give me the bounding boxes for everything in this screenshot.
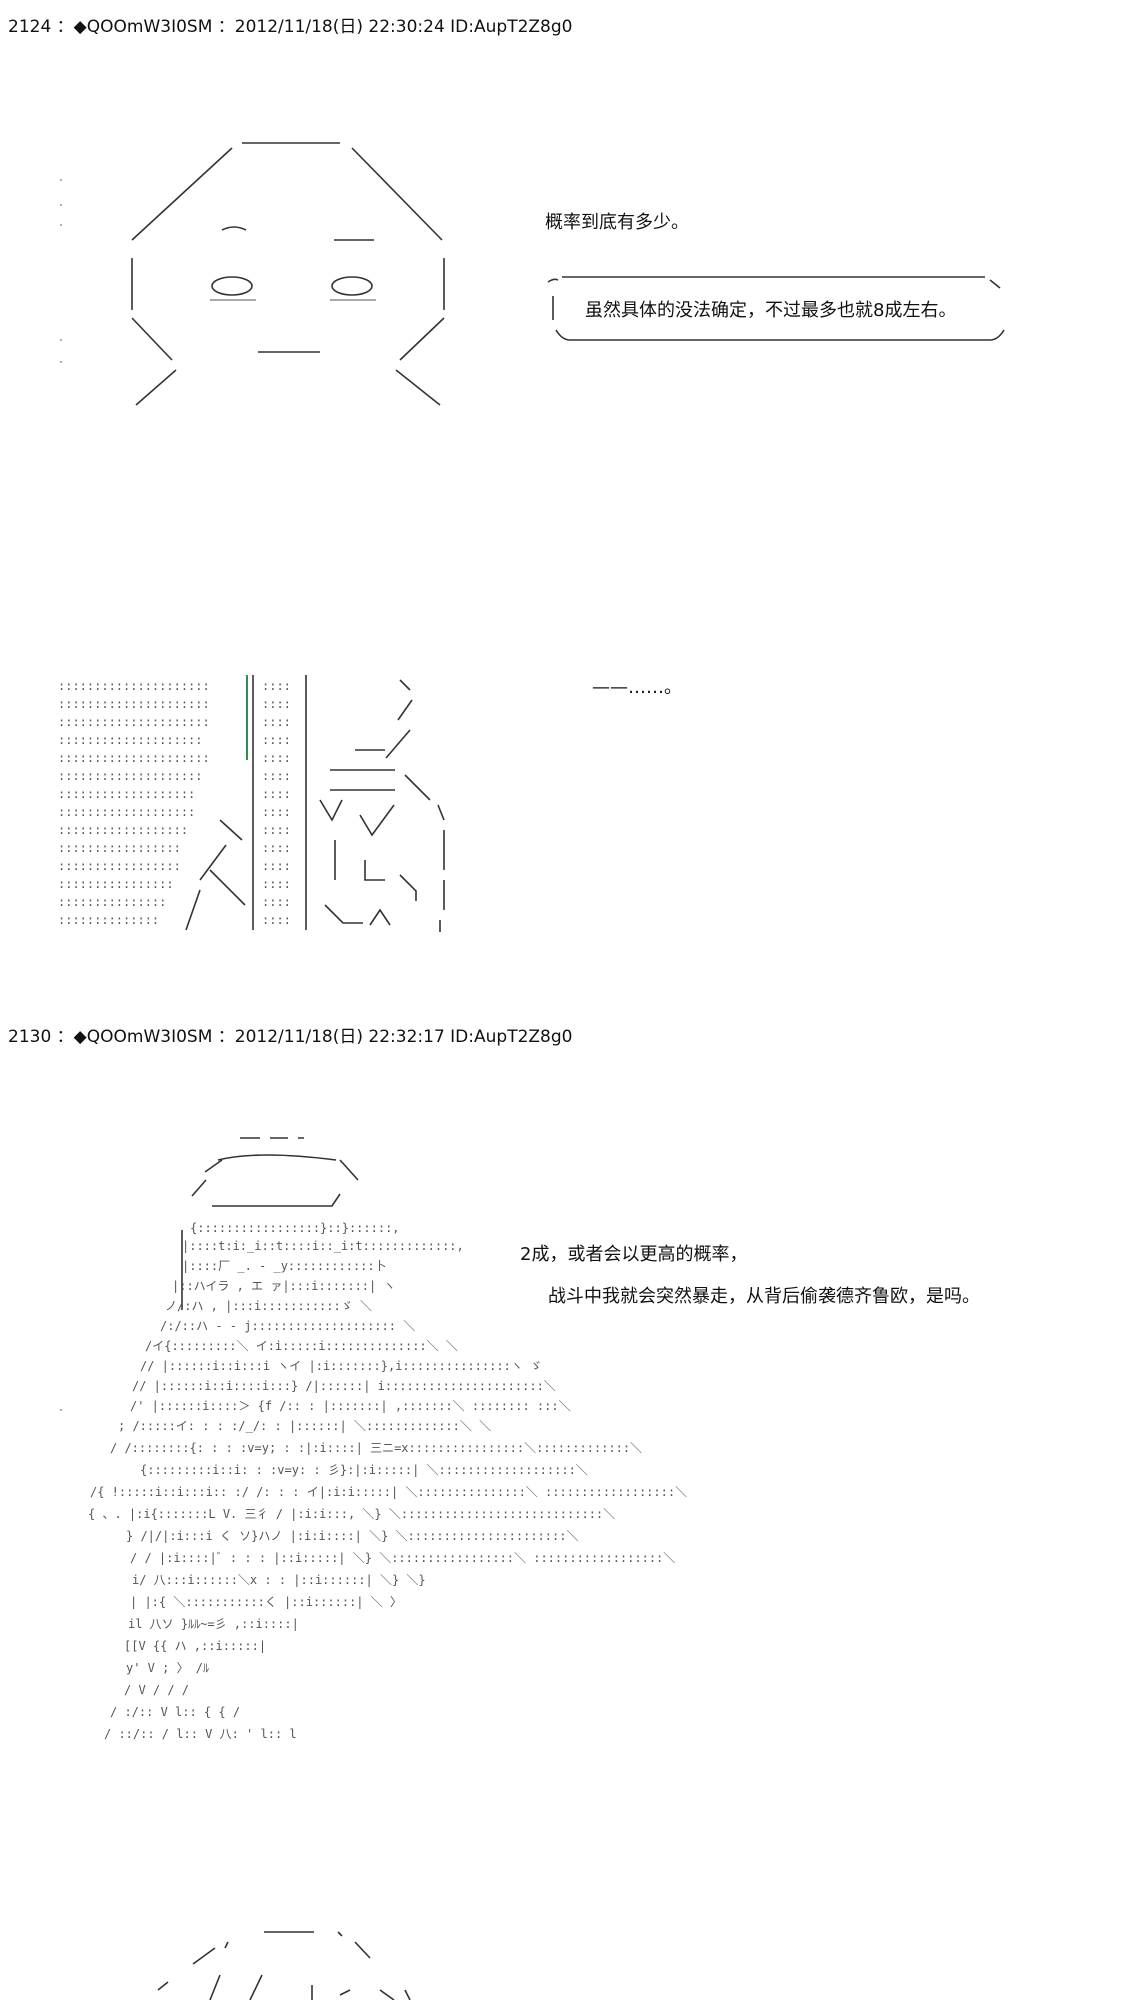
dialog-line: 2成，或者会以更高的概率， xyxy=(520,1244,748,1265)
svg-text:/ / |:i::::|ﾞ : : :: / / |:i::::|ﾞ : : : |::i:::::| ＼} ＼:::::… xyxy=(130,1551,675,1565)
svg-text:/イ{:::::::::＼ イ:i:::::i: /イ{:::::::::＼ イ:i:::::i::::::::::::::＼ ＼ xyxy=(145,1339,458,1353)
svg-text::::::::::::::::::::::: ::::::::::::::::::::: xyxy=(58,751,210,765)
svg-text:::::: :::: xyxy=(262,751,291,765)
svg-text::::::::::::::::::::: ::::::::::::::::::: xyxy=(58,787,195,801)
svg-text:/' |::::::i::::＞ {f /:: :: /' |::::::i::::＞ {f /:: : |:::::::| ,:::… xyxy=(130,1399,571,1413)
svg-text::::::::::::::::::::::: ::::::::::::::::::::: xyxy=(58,697,210,711)
svg-text:::::: :::: xyxy=(262,859,291,873)
svg-text:{ 、. |:i{:::::::L V. 三彳 /: { 、. |:i{:::::::L V. 三彳 / |:i:i:::, ＼} ＼… xyxy=(88,1507,615,1521)
svg-text:{:::::::::i::i: : :v=y: : 彡}:|: {:::::::::i::i: : :v=y: : 彡}:|:i:::::| ＼… xyxy=(140,1463,588,1477)
svg-text:::::: :::: xyxy=(262,787,291,801)
dialog-line: 概率到底有多少。 xyxy=(545,212,689,233)
post-header: 2130 ：◆QOOmW3I0SM ：2012/11/18(日) 22:32:1… xyxy=(8,1027,573,1047)
svg-text:::::: :::: xyxy=(262,769,291,783)
dialog-line: 战斗中我就会突然暴走，从背后偷袭德齐鲁欧，是吗。 xyxy=(548,1286,980,1307)
svg-text:::::: :::: xyxy=(262,805,291,819)
dialog-line: ——……。 xyxy=(592,677,682,698)
svg-text:/{ !:::::i::i:::i:: :/ /: /{ !:::::i::i:::i:: :/ /: : : イ|:i:i::::… xyxy=(90,1485,687,1499)
svg-text:{:::::::::::::::::}::}::::::,: {:::::::::::::::::}::}::::::, xyxy=(190,1221,400,1235)
svg-text:::::: :::: xyxy=(262,733,291,747)
svg-text:i/ 八:::i::::::＼x : : |:: i/ 八:::i::::::＼x : : |::i::::::| ＼} ＼} xyxy=(132,1573,426,1587)
svg-text:::::::::::::::: :::::::::::::: xyxy=(58,913,159,927)
post-header: 2124 ：◆QOOmW3I0SM ：2012/11/18(日) 22:30:2… xyxy=(8,17,573,37)
svg-text:|::::厂 _. - _y::::::::::::: |::::厂 _. - _y::::::::::::卜 xyxy=(182,1259,387,1273)
svg-text:y' V ; 〉 /ﾙ: y' V ; 〉 /ﾙ xyxy=(126,1661,209,1675)
svg-text:/:/::ハ - - j::::::::::: /:/::ハ - - j:::::::::::::::::::: ＼ xyxy=(160,1319,415,1333)
svg-text:::::::::::::::::::::: :::::::::::::::::::: xyxy=(58,733,203,747)
svg-text:::::::::::::::::: :::::::::::::::: xyxy=(58,877,174,891)
svg-text:::::: :::: xyxy=(262,679,291,693)
svg-text:|::::t:i:_i::t::::i::_i:t:::::: |::::t:i:_i::t::::i::_i:t:::::::::::::, xyxy=(182,1239,464,1253)
svg-text::::::::::::::::::::: ::::::::::::::::::: xyxy=(58,805,195,819)
svg-text:::::: :::: xyxy=(262,841,291,855)
svg-text:/ ::/:: / l::: / ::/:: / l:: V 八: ' l:: l xyxy=(104,1727,297,1741)
svg-text:::::: :::: xyxy=(262,895,291,909)
svg-text:| |:{ ＼:::::::::::く: | |:{ ＼:::::::::::く |::i::::::| ＼ 〉 xyxy=(130,1595,402,1609)
svg-text::::::::::::::::::: ::::::::::::::::: xyxy=(58,859,181,873)
svg-text:::::: :::: xyxy=(262,877,291,891)
svg-text:::::: :::: xyxy=(262,715,291,729)
svg-text::::::::::::::::: ::::::::::::::: xyxy=(58,895,166,909)
svg-text:/ /::::::::{: : : :v=y; : :: / /::::::::{: : : :v=y; : :|:i::::| 三ニ=x… xyxy=(110,1441,642,1455)
dialog-line: 虽然具体的没法确定，不过最多也就8成左右。 xyxy=(585,300,957,321)
svg-text:// |::::::i::i:::i ヽイ |:i:::: // |::::::i::i:::i ヽイ |:i:::::::},i:::::… xyxy=(140,1359,542,1373)
svg-text:::::::::::::::::::: :::::::::::::::::: xyxy=(58,823,188,837)
svg-text:[[V {{ ハ ,::: [[V {{ ハ ,::i:::::| xyxy=(124,1639,266,1653)
svg-text:::::: :::: xyxy=(262,697,291,711)
svg-text:; /:::::イ: : : :/_/: : |::: ; /:::::イ: : : :/_/: : |::::::| ＼:::::::… xyxy=(118,1419,491,1433)
svg-text:// |::::::i::i::::i:::} /|::: // |::::::i::i::::i:::} /|::::::| i:::::… xyxy=(132,1379,556,1393)
svg-text:::::: :::: xyxy=(262,823,291,837)
svg-text:::::::::::::::::::::: :::::::::::::::::::: xyxy=(58,769,203,783)
svg-text:il 八ソ }ﾙﾙ~=彡 ,::i::: il 八ソ }ﾙﾙ~=彡 ,::i::::| xyxy=(128,1617,299,1631)
svg-text::::::::::::::::::::::: ::::::::::::::::::::: xyxy=(58,679,210,693)
svg-text:} /|/|:i:::i く ソ}ハノ |:i:i: } /|/|:i:::i く ソ}ハノ |:i:i::::| ＼} ＼:::::… xyxy=(126,1529,578,1543)
svg-text:/ :/:: V l:: {: / :/:: V l:: { { / xyxy=(110,1705,240,1719)
svg-text::::::::::::::::::::::: ::::::::::::::::::::: xyxy=(58,715,210,729)
svg-text:ノ/:ハ , |:::i:::::::: ノ/:ハ , |:::i:::::::::::ゞ ＼ xyxy=(165,1299,372,1313)
svg-text:/ V / /: / V / / / xyxy=(124,1683,189,1697)
svg-text:::::: :::: xyxy=(262,913,291,927)
svg-text:|::ハイラ , エ ァ|:::i:::::::|: |::ハイラ , エ ァ|:::i:::::::| ヽ xyxy=(172,1279,395,1293)
svg-text::::::::::::::::::: ::::::::::::::::: xyxy=(58,841,181,855)
